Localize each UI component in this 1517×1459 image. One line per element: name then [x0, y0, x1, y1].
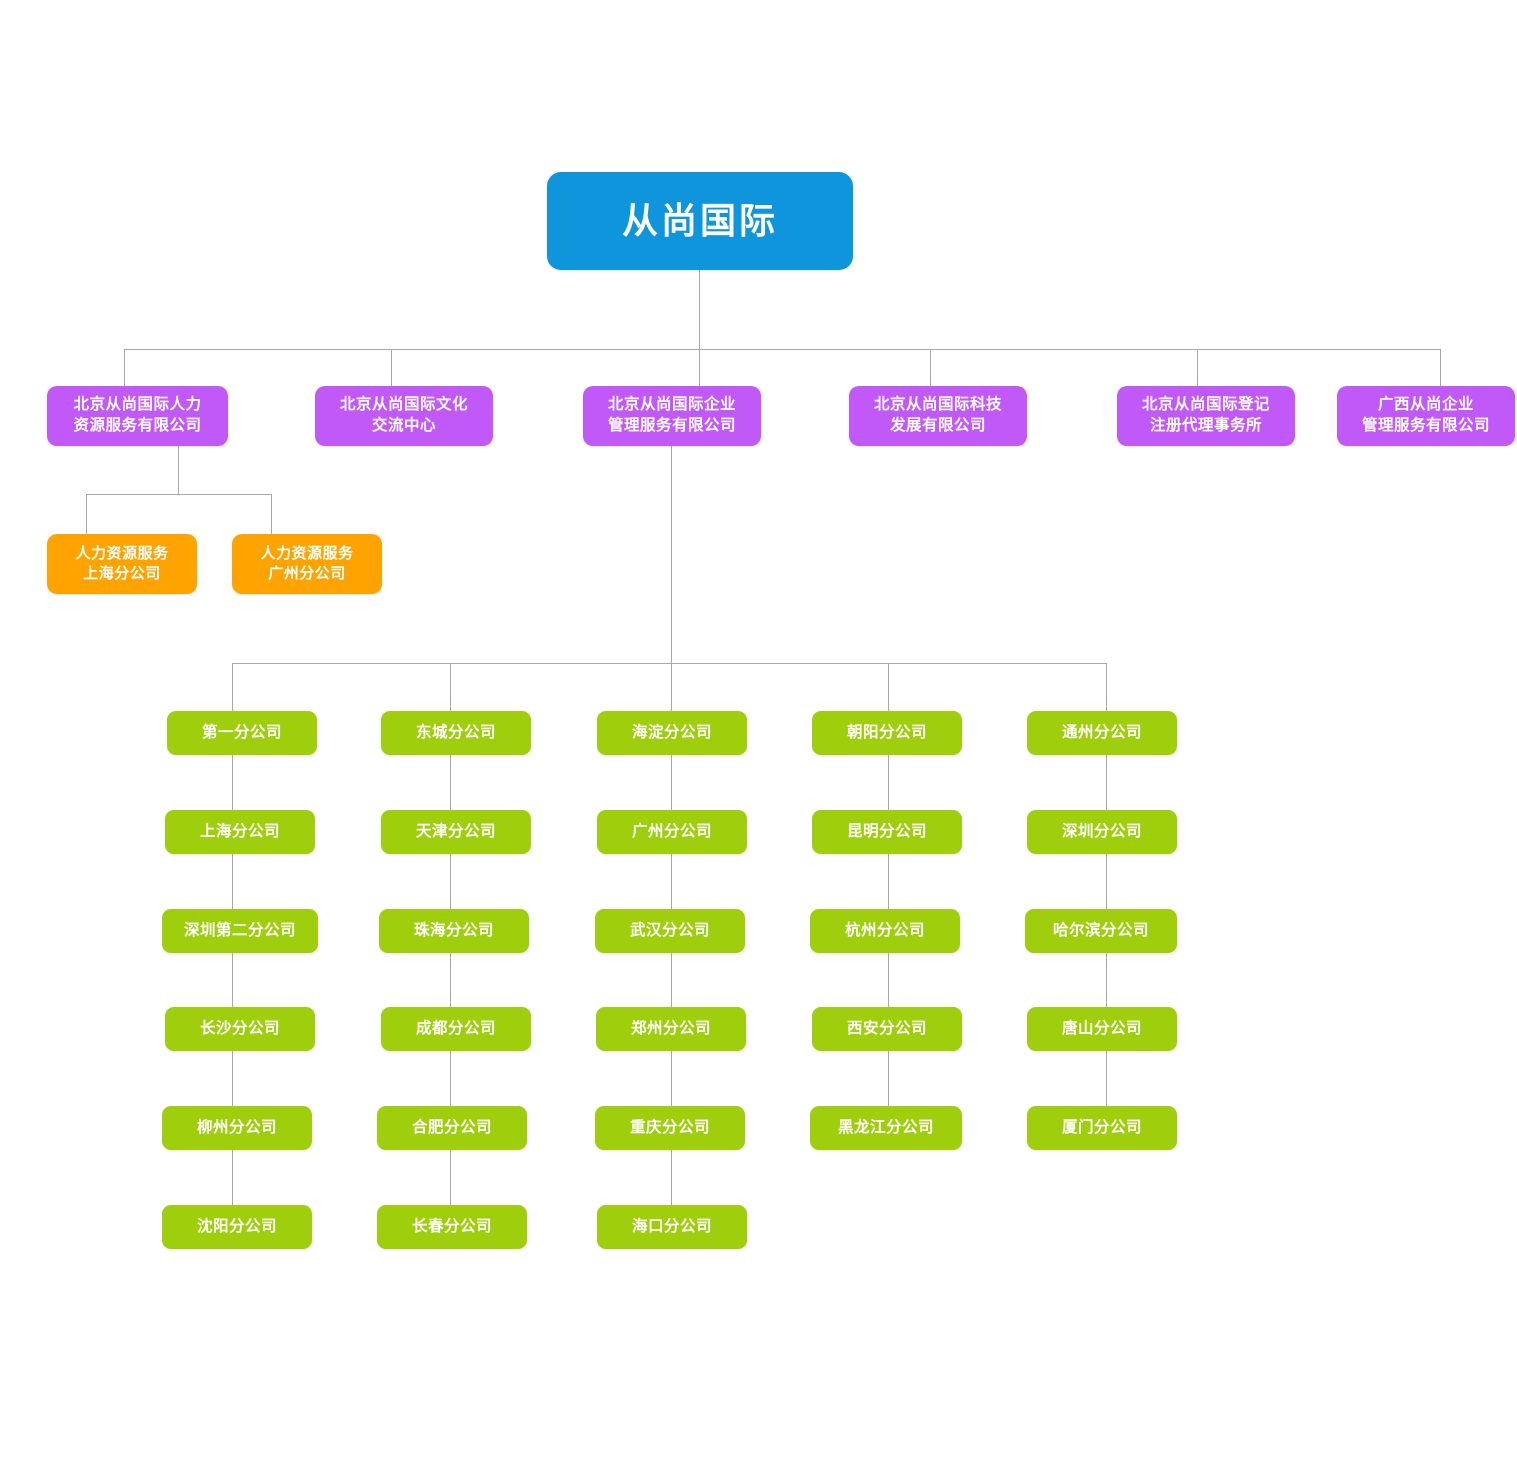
org-node-branch[interactable]: 合肥分公司	[377, 1106, 527, 1150]
org-node-branch[interactable]: 珠海分公司	[379, 909, 529, 953]
connector-branch-link	[671, 1150, 672, 1205]
org-node-branch[interactable]: 哈尔滨分公司	[1025, 909, 1177, 953]
org-node-branch[interactable]: 厦门分公司	[1027, 1106, 1177, 1150]
org-node-branch[interactable]: 深圳第二分公司	[162, 909, 318, 953]
connector-branch-col-5	[1106, 663, 1107, 711]
connector-hr-drop-2	[271, 494, 272, 534]
connector-division-drop-1	[124, 349, 125, 386]
connector-branch-link	[671, 1051, 672, 1106]
org-node-branch[interactable]: 深圳分公司	[1027, 810, 1177, 854]
org-node-branch[interactable]: 通州分公司	[1027, 711, 1177, 755]
connector-branch-link	[232, 1150, 233, 1205]
org-node-division-1[interactable]: 北京从尚国际文化 交流中心	[315, 386, 493, 446]
connector-branch-link	[888, 1051, 889, 1106]
connector-branch-link	[671, 854, 672, 909]
connector-branch-link	[1106, 854, 1107, 909]
org-node-branch[interactable]: 昆明分公司	[812, 810, 962, 854]
org-node-division-2[interactable]: 北京从尚国际企业 管理服务有限公司	[583, 386, 761, 446]
connector-branch-link	[1106, 1051, 1107, 1106]
connector-branch-link	[450, 854, 451, 909]
connector-branch-col-1	[232, 663, 233, 711]
connector-branch-link	[1106, 755, 1107, 810]
org-node-branch[interactable]: 朝阳分公司	[812, 711, 962, 755]
org-node-branch[interactable]: 第一分公司	[167, 711, 317, 755]
org-node-branch[interactable]: 东城分公司	[381, 711, 531, 755]
connector-division-drop-6	[1440, 349, 1441, 386]
org-node-branch[interactable]: 海口分公司	[597, 1205, 747, 1249]
connector-hr-stem	[178, 446, 179, 495]
org-node-branch[interactable]: 成都分公司	[381, 1007, 531, 1051]
org-node-branch[interactable]: 重庆分公司	[595, 1106, 745, 1150]
connector-branch-col-2	[450, 663, 451, 711]
connector-branch-bus	[232, 663, 1106, 664]
connector-division-drop-5	[1197, 349, 1198, 386]
connector-branch-link	[888, 854, 889, 909]
connector-branch-col-4	[888, 663, 889, 711]
org-node-branch[interactable]: 沈阳分公司	[162, 1205, 312, 1249]
connector-branch-link	[671, 953, 672, 1008]
org-node-branch[interactable]: 杭州分公司	[810, 909, 960, 953]
org-node-branch[interactable]: 长春分公司	[377, 1205, 527, 1249]
connector-division-drop-2	[391, 349, 392, 386]
org-node-hr-subsidiary-0[interactable]: 人力资源服务 上海分公司	[47, 534, 197, 594]
connector-root-stem	[699, 270, 700, 350]
org-node-root[interactable]: 从尚国际	[547, 172, 853, 270]
connector-branch-link	[232, 755, 233, 810]
connector-branch-link	[450, 755, 451, 810]
org-node-division-4[interactable]: 北京从尚国际登记 注册代理事务所	[1117, 386, 1295, 446]
connector-branch-link	[232, 854, 233, 909]
connector-division-bus	[124, 349, 1441, 350]
org-node-branch[interactable]: 天津分公司	[381, 810, 531, 854]
org-node-branch[interactable]: 柳州分公司	[162, 1106, 312, 1150]
connector-hr-bus	[86, 494, 272, 495]
connector-branch-link	[450, 953, 451, 1008]
connector-branch-link	[450, 1150, 451, 1205]
org-node-hr-subsidiary-1[interactable]: 人力资源服务 广州分公司	[232, 534, 382, 594]
org-node-division-0[interactable]: 北京从尚国际人力 资源服务有限公司	[47, 386, 228, 446]
connector-branch-stem	[671, 446, 672, 664]
connector-branch-link	[888, 953, 889, 1008]
connector-branch-link	[232, 1051, 233, 1106]
org-node-division-5[interactable]: 广西从尚企业 管理服务有限公司	[1337, 386, 1515, 446]
org-node-branch[interactable]: 海淀分公司	[597, 711, 747, 755]
connector-branch-link	[1106, 953, 1107, 1008]
connector-branch-link	[888, 755, 889, 810]
connector-division-drop-4	[930, 349, 931, 386]
org-node-branch[interactable]: 唐山分公司	[1027, 1007, 1177, 1051]
org-node-branch[interactable]: 郑州分公司	[596, 1007, 746, 1051]
org-node-branch[interactable]: 长沙分公司	[165, 1007, 315, 1051]
org-node-branch[interactable]: 西安分公司	[812, 1007, 962, 1051]
connector-branch-link	[450, 1051, 451, 1106]
org-node-division-3[interactable]: 北京从尚国际科技 发展有限公司	[849, 386, 1027, 446]
connector-hr-drop-1	[86, 494, 87, 534]
org-node-branch[interactable]: 广州分公司	[597, 810, 747, 854]
connector-branch-col-3	[671, 663, 672, 711]
org-node-branch[interactable]: 武汉分公司	[595, 909, 745, 953]
org-node-branch[interactable]: 上海分公司	[165, 810, 315, 854]
org-node-branch[interactable]: 黑龙江分公司	[810, 1106, 962, 1150]
connector-branch-link	[671, 755, 672, 810]
connector-branch-link	[232, 953, 233, 1008]
connector-division-drop-3	[699, 349, 700, 386]
